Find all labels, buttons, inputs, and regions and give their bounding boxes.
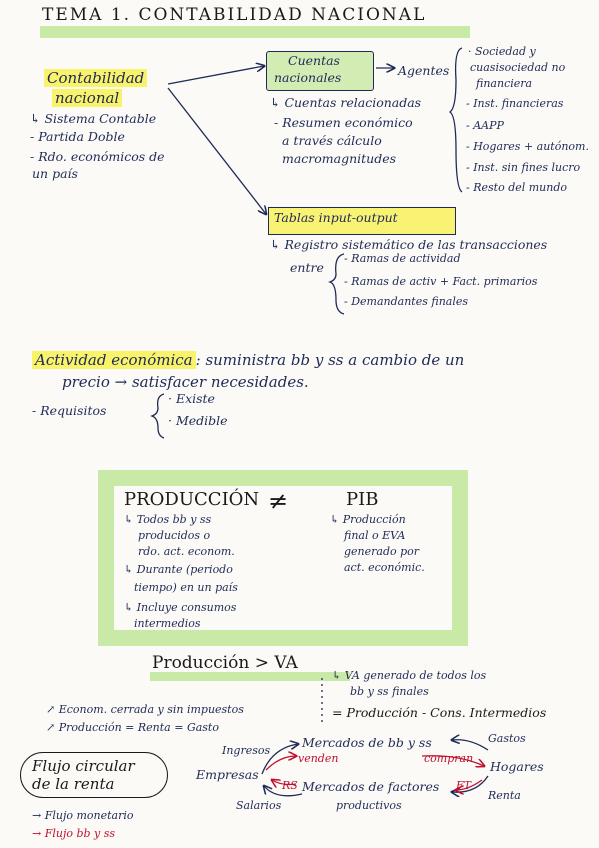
produccion-item: rdo. act. econom. bbox=[138, 545, 235, 558]
gastos-label: Gastos bbox=[488, 732, 526, 745]
contabilidad-heading-1-text: Contabilidad bbox=[44, 69, 148, 87]
actividad-line-1: Actividad económica: suministra bb y ss … bbox=[32, 351, 465, 369]
pib-item: ↳ Producción bbox=[330, 513, 406, 526]
cuentas-relacionadas: ↳ Cuentas relacionadas bbox=[270, 95, 422, 110]
requisito-item: · Medible bbox=[168, 413, 228, 428]
pib-item: final o EVA bbox=[344, 529, 406, 542]
actividad-line-1-rest: : suministra bb y ss a cambio de un bbox=[195, 351, 465, 369]
tablas-item: - Ramas de activ + Fact. primarios bbox=[344, 275, 538, 288]
va-line: ↳ VA generado de todos los bbox=[332, 669, 487, 682]
tablas-item: - Ramas de actividad bbox=[344, 252, 461, 265]
cuentas-resumen-line: macromagnitudes bbox=[282, 151, 397, 166]
page-title: TEMA 1. CONTABILIDAD NACIONAL bbox=[42, 5, 427, 25]
arrow-to-tablas bbox=[167, 87, 266, 214]
produccion-item: ↳ Durante (periodo bbox=[124, 563, 233, 576]
produccion-item: intermedios bbox=[134, 617, 201, 630]
actividad-heading: Actividad económica bbox=[32, 351, 196, 369]
va-line: bb y ss finales bbox=[350, 685, 429, 698]
requisito-item: · Existe bbox=[168, 391, 215, 406]
actividad-line-2: precio → satisfacer necesidades. bbox=[62, 373, 309, 391]
produccion-item: producidos o bbox=[138, 529, 211, 542]
neq-sign: ≠ bbox=[268, 487, 289, 515]
arrow-factores-empresas bbox=[264, 786, 303, 797]
agente-item: - Resto del mundo bbox=[466, 181, 568, 194]
productivos-label: productivos bbox=[336, 799, 402, 812]
arrow-to-cuentas bbox=[167, 66, 264, 85]
mercado-factores-label: Mercados de factores bbox=[302, 779, 440, 794]
contabilidad-heading-1: Contabilidad bbox=[44, 69, 148, 87]
contabilidad-heading-2-text: nacional bbox=[52, 89, 123, 107]
tablas-registro: ↳ Registro sistemático de las transaccio… bbox=[270, 237, 548, 252]
agente-item: cuasisociedad no bbox=[470, 61, 566, 74]
venden-label: venden bbox=[298, 752, 339, 765]
requisitos-label: - Requisitos bbox=[32, 403, 107, 418]
contabilidad-item: ↳ Sistema Contable bbox=[30, 111, 157, 126]
contabilidad-item: un país bbox=[32, 166, 78, 181]
tablas-heading: Tablas input-output bbox=[274, 210, 398, 225]
tablas-entre: entre bbox=[290, 260, 324, 275]
arrow-ft bbox=[456, 779, 483, 790]
cuentas-heading-2: nacionales bbox=[274, 70, 342, 85]
renta-label: Renta bbox=[488, 789, 521, 802]
tablas-item: - Demandantes finales bbox=[344, 295, 469, 308]
flujo-circular-oval bbox=[20, 752, 168, 798]
cuentas-nacionales-box bbox=[266, 51, 374, 91]
va-condition: ↗ Producción = Renta = Gasto bbox=[46, 721, 219, 734]
cuentas-heading-1: Cuentas bbox=[288, 53, 340, 68]
tablas-box bbox=[268, 207, 456, 235]
brace-tablas bbox=[327, 253, 345, 315]
pib-title: PIB bbox=[346, 489, 379, 510]
produccion-pib-box bbox=[98, 470, 468, 646]
arrow-gastos-mercado bbox=[452, 740, 489, 751]
cuentas-resumen-line: - Resumen económico bbox=[274, 115, 413, 130]
produccion-item: tiempo) en un país bbox=[134, 581, 238, 594]
produccion-item: ↳ Incluye consumos bbox=[124, 601, 237, 614]
pib-item: generado por bbox=[344, 545, 420, 558]
brace-agentes bbox=[448, 47, 463, 193]
va-equation: = Producción - Cons. Intermedios bbox=[332, 705, 547, 720]
agente-item: · Sociedad y bbox=[468, 45, 536, 58]
flujo-oval-line-1: Flujo circular bbox=[32, 757, 135, 775]
agente-item: financiera bbox=[476, 77, 533, 90]
va-condition: ↗ Econom. cerrada y sin impuestos bbox=[46, 703, 244, 716]
arrow-venden bbox=[265, 756, 296, 771]
salarios-label: Salarios bbox=[236, 799, 282, 812]
rs-label: RS bbox=[282, 779, 298, 792]
ingresos-label: Ingresos bbox=[222, 744, 271, 757]
pib-item: act. económic. bbox=[344, 561, 425, 574]
mercado-bbss-label: Mercados de bb y ss bbox=[302, 735, 432, 750]
produccion-item: ↳ Todos bb y ss bbox=[124, 513, 212, 526]
arrow-empresas-mercado bbox=[261, 744, 298, 775]
flujo-oval-line-2: de la renta bbox=[32, 775, 115, 793]
legend-monetario: → Flujo monetario bbox=[32, 809, 134, 822]
title-highlight bbox=[40, 26, 470, 38]
agente-item: - Inst. financieras bbox=[466, 97, 564, 110]
agente-item: - Inst. sin fines lucro bbox=[466, 161, 581, 174]
contabilidad-heading-2: nacional bbox=[52, 89, 123, 107]
agentes-label: Agentes bbox=[398, 63, 450, 78]
produccion-title: PRODUCCIÓN bbox=[124, 489, 260, 510]
arrow-rs bbox=[272, 780, 297, 785]
agente-item: - Hogares + autónom. bbox=[466, 140, 589, 153]
cuentas-resumen-line: a través cálculo bbox=[282, 133, 382, 148]
hogares-label: Hogares bbox=[490, 759, 544, 774]
produccion-va-highlight bbox=[150, 672, 350, 681]
brace-requisitos bbox=[149, 393, 165, 439]
legend-bbss: → Flujo bb y ss bbox=[32, 827, 116, 840]
contabilidad-item: - Partida Doble bbox=[30, 129, 125, 144]
arrow-compran bbox=[421, 755, 484, 766]
empresas-label: Empresas bbox=[196, 767, 259, 782]
contabilidad-item: - Rdo. económicos de bbox=[30, 149, 165, 164]
agente-item: - AAPP bbox=[466, 119, 504, 132]
produccion-va-heading: Producción > VA bbox=[152, 653, 298, 673]
